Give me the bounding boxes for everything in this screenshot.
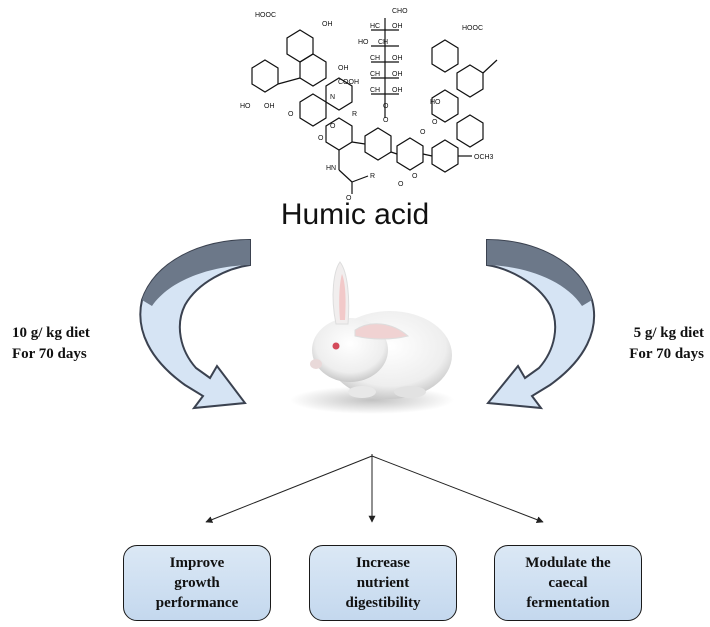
atom-label: OH [392, 55, 403, 62]
atom-label: O [420, 129, 426, 136]
ring [299, 53, 327, 87]
atom-label: O [398, 181, 404, 188]
right-dose-label: 5 g/ kg diet For 70 days [629, 323, 704, 365]
atom-label: OH [322, 21, 333, 28]
atom-label: O [346, 195, 352, 202]
atom-label: OH [392, 23, 403, 30]
atom-label: CH [378, 39, 388, 46]
effect-text: nutrient [356, 575, 410, 591]
rabbit-image [290, 261, 454, 414]
diagram-title: Humic acid [280, 198, 430, 231]
ring [299, 93, 327, 127]
effect-text: growth [174, 575, 220, 591]
effect-text: performance [155, 595, 239, 611]
left-dose-label: 10 g/ kg diet For 70 days [12, 323, 90, 365]
ring [456, 64, 484, 98]
humic-acid-structure [251, 18, 498, 194]
effect-text: Increase [356, 555, 410, 571]
atom-label: N [330, 94, 335, 101]
atom-label: CHO [392, 8, 408, 15]
atom-label: CH [370, 87, 380, 94]
atom-label: R [352, 111, 357, 118]
right-curved-arrow [486, 238, 596, 410]
atom-label: HN [326, 165, 336, 172]
left-curved-arrow [139, 238, 251, 410]
atom-label: COOH [338, 79, 359, 86]
ring [325, 77, 353, 111]
atom-label: OH [338, 65, 349, 72]
atom-label: OH [264, 103, 275, 110]
effect-box-fermentation: Modulate the caecal fermentation [494, 545, 642, 621]
atom-label: O [432, 119, 438, 126]
atom-label: O [288, 111, 294, 118]
connector-to-fermentation [371, 455, 544, 523]
effect-text: caecal [548, 575, 588, 591]
effect-text: Modulate the [525, 555, 611, 571]
ring [431, 89, 459, 123]
right-dose-duration: For 70 days [629, 346, 704, 362]
connector-to-growth [205, 455, 373, 523]
atom-label: O [383, 117, 389, 124]
ring [286, 29, 314, 63]
effect-connectors [205, 454, 544, 523]
ring [431, 139, 459, 173]
atom-label: HO [240, 103, 251, 110]
atom-label: R [370, 173, 375, 180]
ring [431, 39, 459, 73]
atom-label: CH [370, 55, 380, 62]
effect-box-digestibility: Increase nutrient digestibility [309, 545, 457, 621]
ring [364, 127, 392, 161]
atom-label: OH [392, 87, 403, 94]
left-dose-amount: 10 g/ kg diet [12, 325, 90, 341]
atom-label: HO [430, 99, 441, 106]
atom-label: O [318, 135, 324, 142]
humic-acid-labels: HOOC OH HO OH OH N COOH R O O CHO HC OH … [240, 8, 494, 202]
effect-text: Improve [169, 555, 225, 571]
atom-label: CH [370, 71, 380, 78]
effect-text: digestibility [345, 595, 421, 611]
right-dose-amount: 5 g/ kg diet [633, 325, 704, 341]
atom-label: OH [392, 71, 403, 78]
ring [251, 59, 279, 93]
atom-label: HO [358, 39, 369, 46]
atom-label: HOOC [255, 12, 276, 19]
atom-label: O [330, 123, 336, 130]
atom-label: HC [370, 23, 380, 30]
atom-label: O [383, 103, 389, 110]
atom-label: HOOC [462, 25, 483, 32]
atom-label: O [412, 173, 418, 180]
left-dose-duration: For 70 days [12, 346, 87, 362]
atom-label: OCH3 [474, 154, 494, 161]
ring [396, 137, 424, 171]
effect-text: fermentation [526, 595, 610, 611]
effect-box-growth: Improve growth performance [123, 545, 271, 621]
ring [456, 114, 484, 148]
